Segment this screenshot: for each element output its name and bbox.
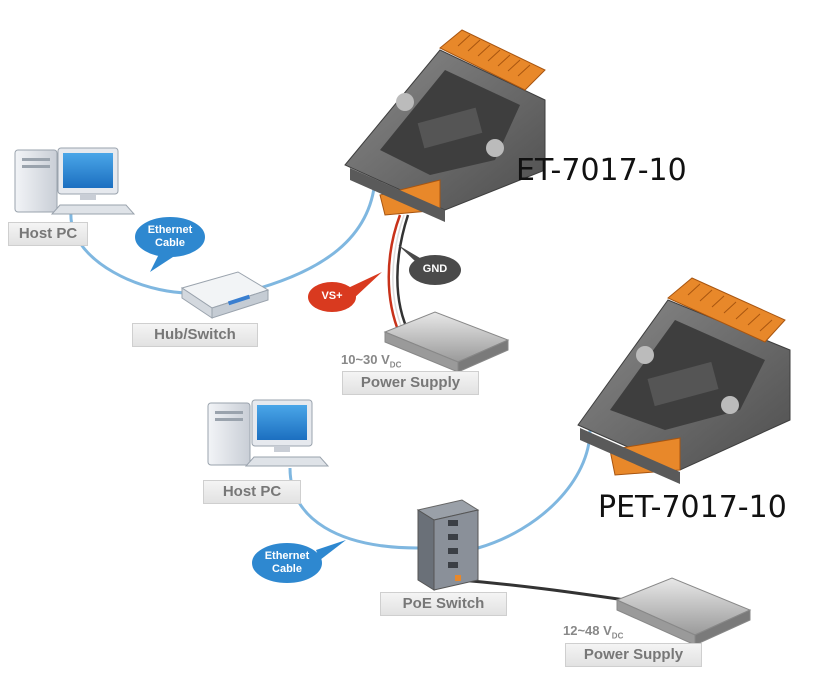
pet-7017-10-label: PET-7017-10 bbox=[598, 490, 787, 525]
vs-plus-label: VS+ bbox=[321, 290, 343, 302]
bubble-line-1: Ethernet bbox=[264, 550, 310, 562]
pet-7017-10-module bbox=[577, 277, 791, 484]
bubble-line-2: Cable bbox=[272, 563, 302, 575]
bubble-line-2: Cable bbox=[155, 237, 185, 249]
voltage-top-value: 10~30 V bbox=[341, 352, 390, 367]
hub-switch-icon bbox=[180, 271, 270, 319]
poe-switch-label: PoE Switch bbox=[380, 592, 507, 616]
host-pc-bottom-icon bbox=[207, 399, 330, 467]
et-7017-10-label: ET-7017-10 bbox=[516, 153, 687, 188]
bubble-line-1: Ethernet bbox=[147, 224, 193, 236]
poe-switch-icon bbox=[416, 499, 480, 591]
vs-plus-tag bbox=[308, 272, 382, 312]
power-supply-top-label: Power Supply bbox=[342, 371, 479, 395]
gnd-label: GND bbox=[422, 263, 448, 275]
ethernet-cable-poe-to-module bbox=[477, 429, 592, 550]
gnd-tag bbox=[398, 245, 461, 285]
ethernet-cable-pc-to-poe bbox=[288, 467, 419, 550]
ethernet-bubble-bottom-text: Ethernet Cable bbox=[251, 550, 323, 576]
et-7017-10-module bbox=[344, 29, 546, 222]
voltage-bottom-value: 12~48 V bbox=[563, 623, 612, 638]
power-cable-poe-to-psu bbox=[459, 578, 626, 602]
power-wire-black bbox=[396, 214, 412, 336]
ethernet-cable-bubble-top bbox=[133, 215, 207, 272]
power-wire-white bbox=[392, 214, 406, 336]
power-wire-red bbox=[387, 214, 402, 336]
voltage-top-label: 10~30 VDC bbox=[341, 352, 401, 370]
ethernet-bubble-top-text: Ethernet Cable bbox=[134, 224, 206, 250]
hub-switch-label: Hub/Switch bbox=[132, 323, 258, 347]
power-supply-bottom-label: Power Supply bbox=[565, 643, 702, 667]
ethernet-cable-hub-to-module bbox=[259, 179, 377, 290]
host-pc-top-icon bbox=[14, 147, 136, 215]
voltage-top-unit: DC bbox=[389, 360, 402, 370]
host-pc-top-label: Host PC bbox=[8, 222, 88, 246]
voltage-bottom-unit: DC bbox=[611, 631, 624, 641]
voltage-bottom-label: 12~48 VDC bbox=[563, 623, 623, 641]
power-supply-bottom-icon bbox=[615, 577, 752, 646]
host-pc-bottom-label: Host PC bbox=[203, 480, 301, 504]
ethernet-cable-bubble-bottom bbox=[250, 540, 346, 585]
